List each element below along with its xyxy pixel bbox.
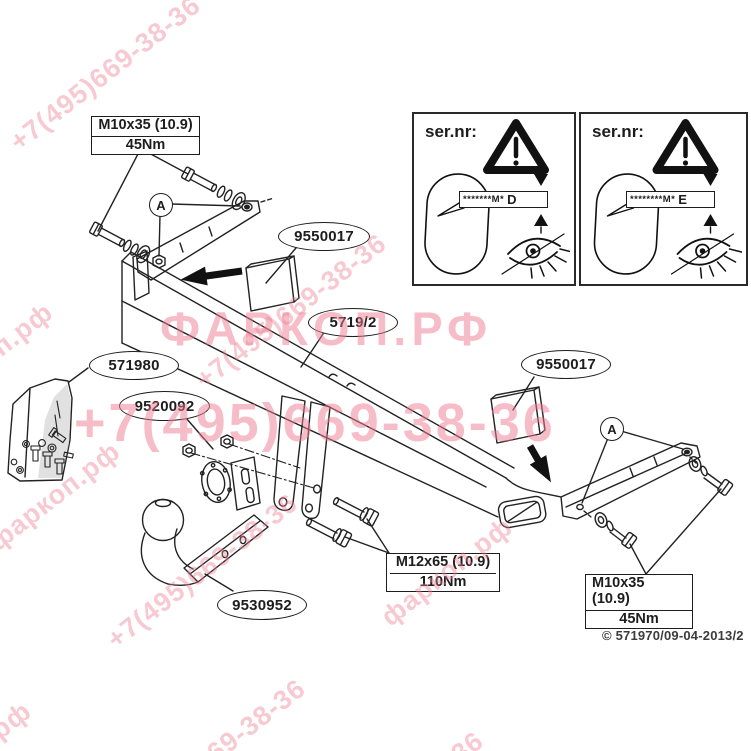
serial-label-field: *******M* D: [459, 191, 548, 208]
torque-callout-front-left: M10x35 (10.9) 45Nm: [91, 116, 200, 155]
arrow-down-icon: [534, 174, 548, 186]
serial-tag-icon: [424, 173, 490, 275]
torque-callout-center: M12x65 (10.9) 110Nm: [386, 553, 500, 592]
copyright-note: © 571970/09-04-2013/2: [602, 628, 744, 643]
serial-number-panel-left: ser.nr: *******M* D: [412, 112, 576, 286]
serial-tag-icon: [593, 173, 660, 275]
serial-code-letter: E: [678, 192, 687, 207]
serial-code-prefix: ********M*: [630, 194, 676, 205]
eye-icon: [501, 233, 570, 279]
part-label-towball: 9530952: [217, 590, 307, 620]
sernr-title: ser.nr:: [592, 122, 644, 141]
serial-code-letter: D: [507, 192, 517, 207]
part-label-fitting-kit: 571980: [89, 351, 179, 380]
serial-panel-art: [424, 119, 570, 279]
bolt-spec: M10x35 (10.9): [586, 575, 692, 611]
sernr-title: ser.nr:: [425, 122, 477, 141]
serial-code-prefix: *******M*: [463, 194, 505, 205]
arrow-down-icon: [703, 174, 718, 186]
detail-marker-a-left: A: [149, 193, 173, 217]
bolt-spec: M12x65 (10.9): [389, 554, 497, 574]
torque-value: 110Nm: [419, 573, 467, 590]
arrow-up-icon: [703, 214, 718, 226]
serial-label-field: ********M* E: [626, 191, 715, 208]
part-label-pad-left: 9550017: [278, 222, 370, 251]
part-label-pad-right: 9550017: [521, 350, 611, 379]
bolt-spec: M10x35 (10.9): [92, 117, 199, 137]
serial-number-panel-right: ser.nr: ********M* E: [579, 112, 748, 286]
part-label-socket-bracket: 9520092: [119, 391, 210, 421]
arrow-up-icon: [534, 214, 548, 226]
detail-marker-a-right: A: [600, 417, 624, 441]
part-label-crossbar: 5719/2: [308, 308, 398, 337]
eye-icon: [670, 233, 742, 279]
torque-value: 45Nm: [125, 136, 166, 153]
torque-value: 45Nm: [619, 610, 659, 627]
torque-callout-rear-right: M10x35 (10.9) 45Nm: [585, 574, 693, 629]
